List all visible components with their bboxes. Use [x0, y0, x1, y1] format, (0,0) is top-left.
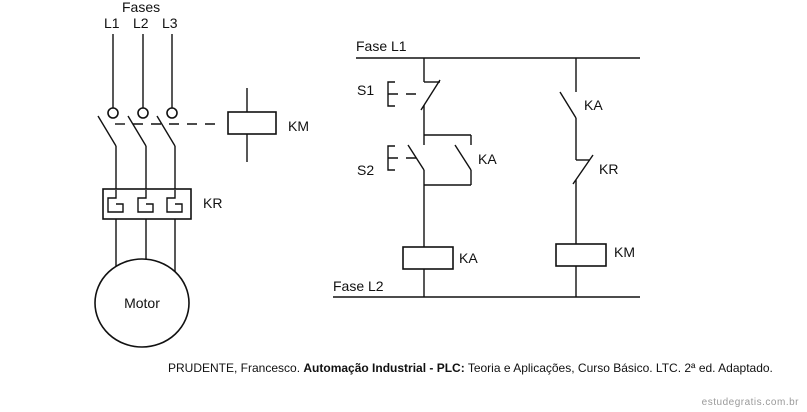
watermark: estudegratis.com.br [701, 397, 799, 408]
caption-author: PRUDENTE, Francesco. [168, 361, 304, 375]
km-main-contact-2 [127, 115, 147, 147]
ka-seal-label: KA [478, 151, 497, 167]
kr-contact-blade [572, 154, 594, 185]
fases-label: Fases [122, 0, 160, 15]
terminal-l3 [166, 107, 178, 119]
ka-coil [402, 246, 454, 270]
thermal-element-1 [107, 190, 124, 213]
caption-rest: Teoria e Aplicações, Curso Básico. LTC. … [464, 361, 773, 375]
km-control-coil [555, 243, 607, 267]
km-main-contact-3 [156, 115, 176, 147]
phase-label-l3: L3 [162, 15, 178, 31]
ka-contact-label: KA [584, 97, 603, 113]
control-circuit: Fase L1 Fase L2 S1 S2 KA KA [333, 38, 640, 298]
s1-label: S1 [357, 82, 374, 98]
phase-label-l2: L2 [133, 15, 149, 31]
ka-coil-label: KA [459, 250, 478, 266]
thermal-element-3 [166, 190, 183, 213]
kr-relay-label: KR [203, 195, 222, 211]
ka-seal-contact [454, 144, 472, 171]
power-circuit: Fases L1 L2 L3 KM KR [94, 0, 309, 348]
thermal-element-2 [137, 190, 154, 213]
figure-caption: PRUDENTE, Francesco. Automação Industria… [168, 361, 773, 375]
ka-contact [559, 91, 577, 119]
terminal-l2 [137, 107, 149, 119]
km-main-contact-1 [97, 115, 117, 147]
top-rail-label: Fase L1 [356, 38, 407, 54]
km-control-coil-label: KM [614, 244, 635, 260]
km-coil [227, 111, 277, 135]
motor-label: Motor [124, 295, 160, 311]
kr-contact-label: KR [599, 161, 618, 177]
bottom-rail-label: Fase L2 [333, 278, 384, 294]
caption-title: Automação Industrial - PLC: [303, 361, 465, 375]
phase-label-l1: L1 [104, 15, 120, 31]
motor [94, 258, 190, 348]
km-coil-label: KM [288, 118, 309, 134]
s2-label: S2 [357, 162, 374, 178]
terminal-l1 [107, 107, 119, 119]
